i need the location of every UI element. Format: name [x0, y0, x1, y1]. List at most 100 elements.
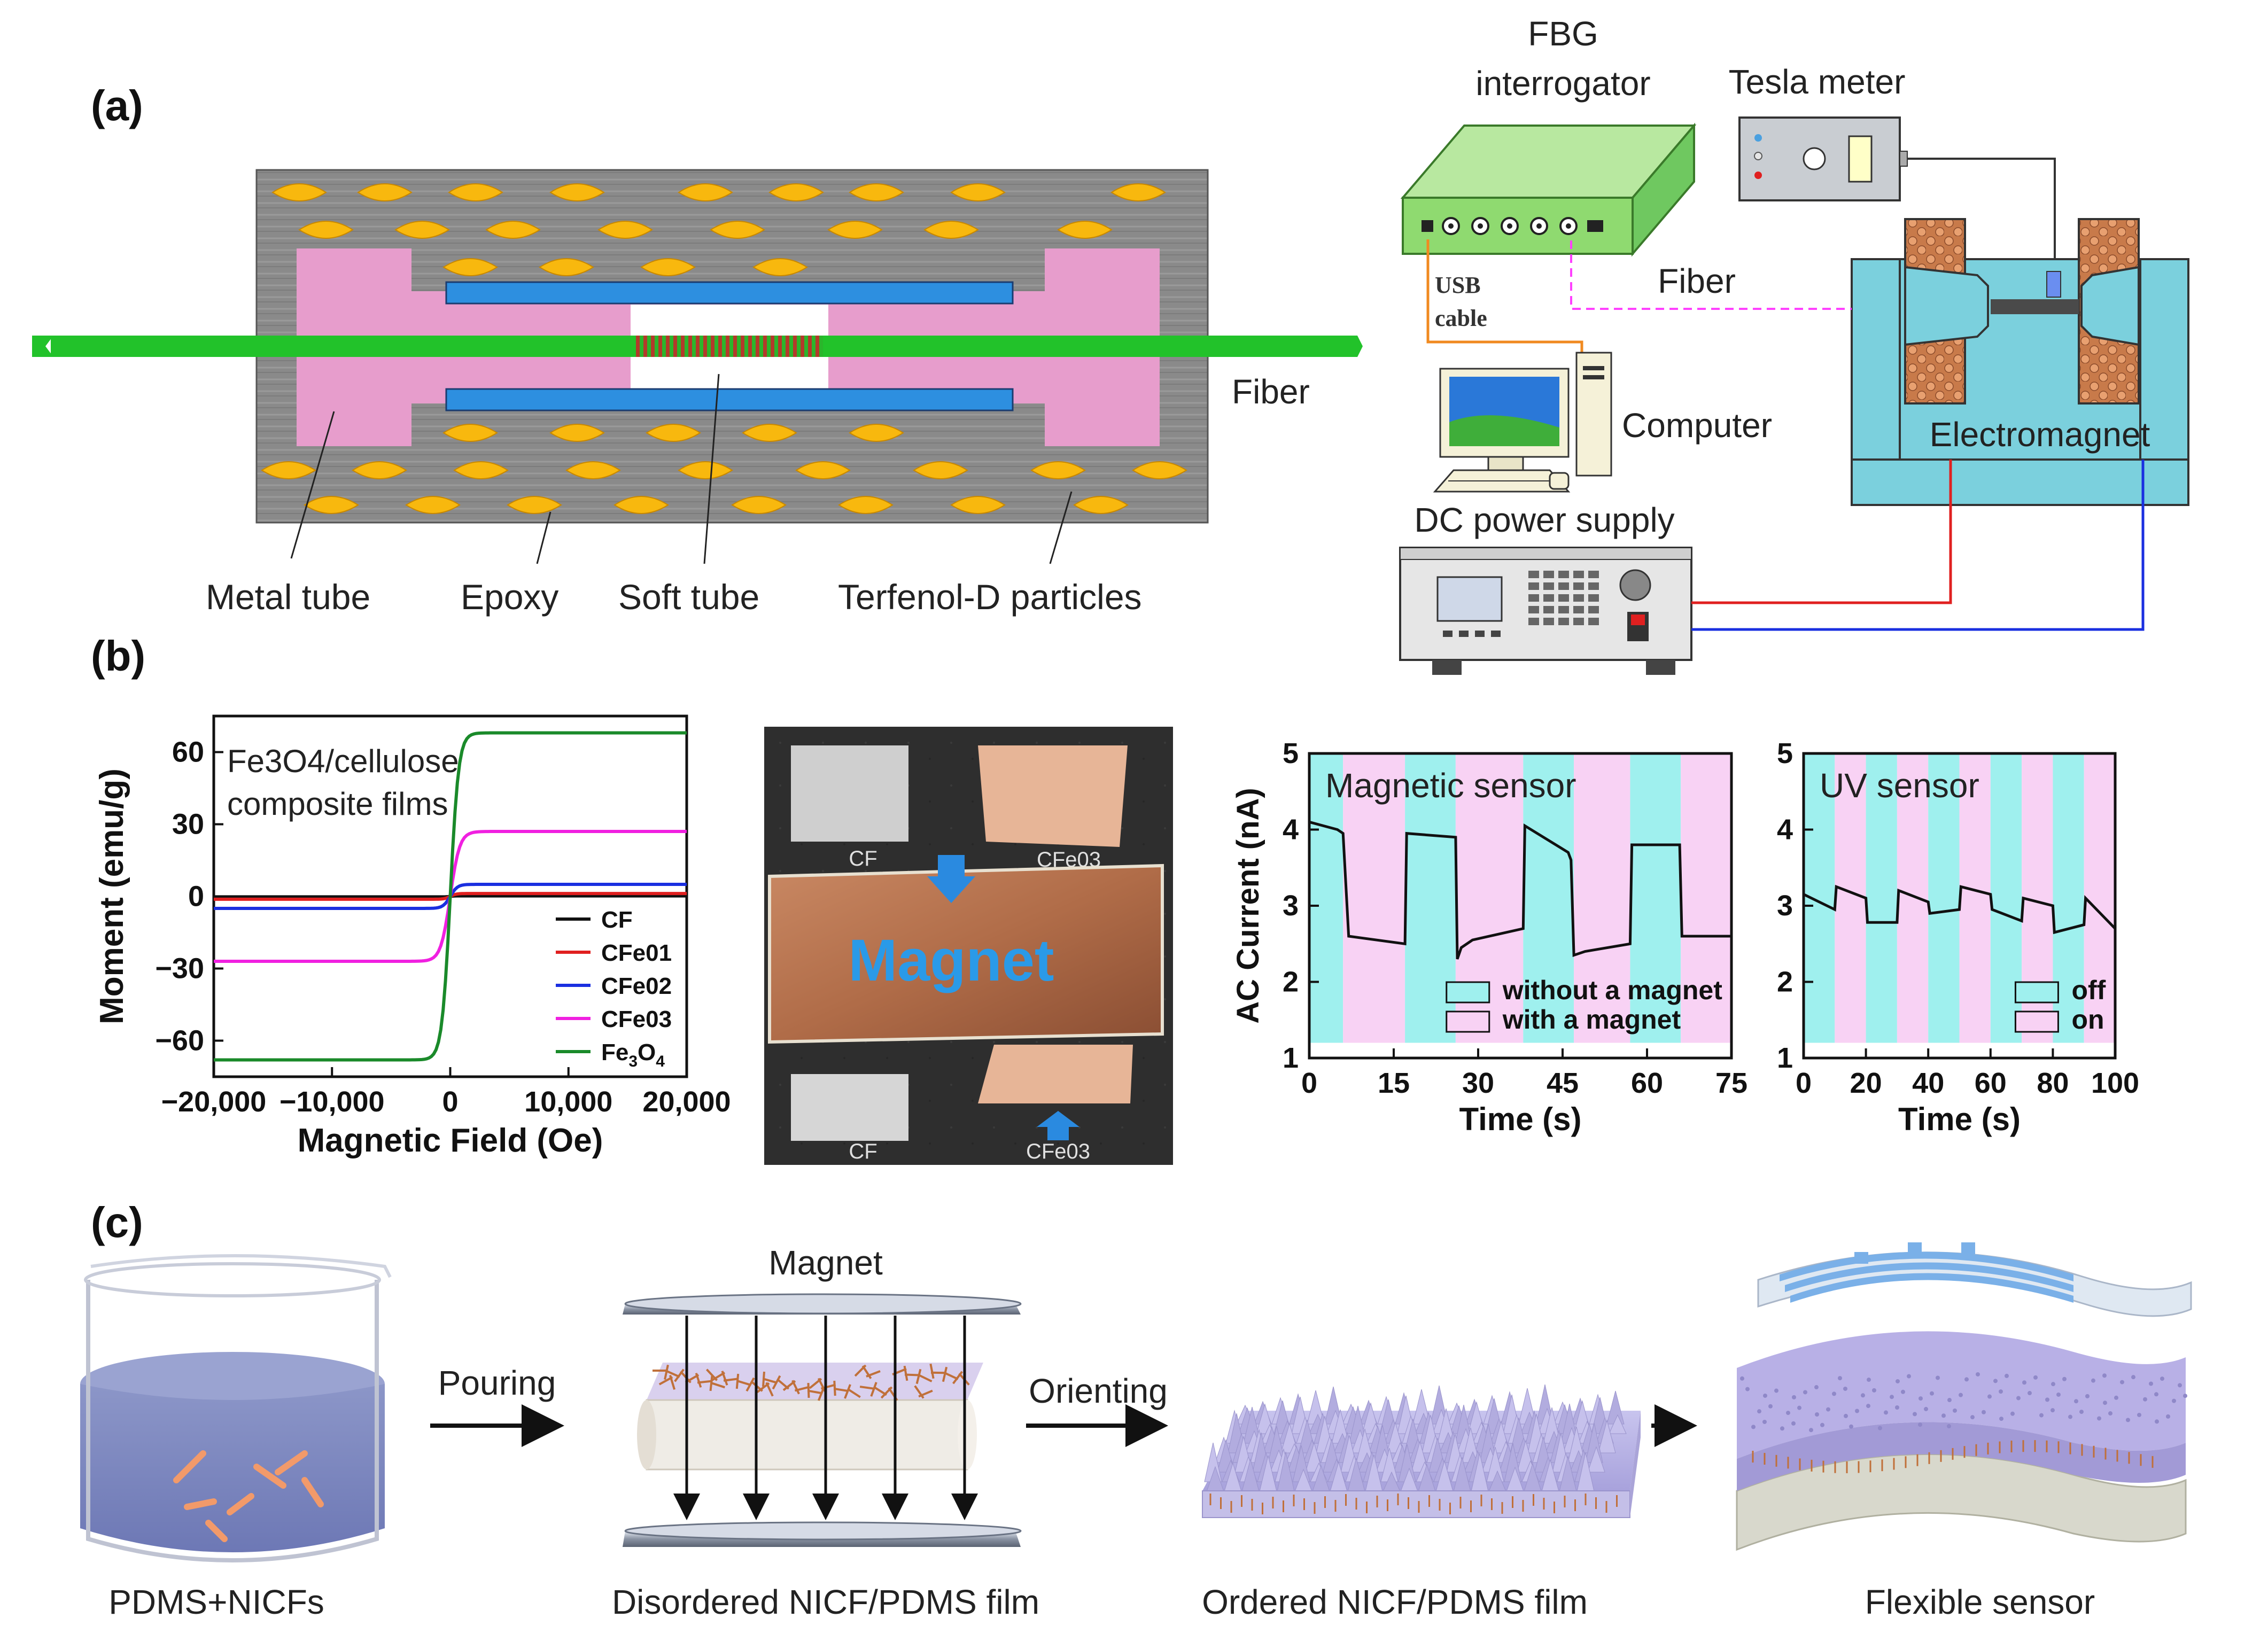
y-tick-label: 2	[1777, 966, 1793, 998]
series-current	[1803, 884, 2116, 935]
beaker	[80, 1254, 392, 1562]
dc-power-supply	[1399, 460, 2145, 675]
fabrication-process: PDMS+NICFs Pouring Magnet Disordered NIC…	[80, 1242, 2192, 1621]
label-interrogator: interrogator	[1475, 64, 1650, 103]
soft-tube-bottom	[445, 388, 1014, 411]
annotation-line1: Fe3O4/cellulose	[227, 743, 459, 779]
label-cable: cable	[1435, 305, 1487, 331]
y-tick-label: 5	[1283, 737, 1299, 769]
y-tick-label: 1	[1283, 1042, 1299, 1074]
shaded-band	[1343, 753, 1405, 1043]
shaded-band	[2084, 753, 2115, 1043]
label-metal-tube: Metal tube	[206, 577, 370, 617]
legend-label: CFe01	[601, 940, 672, 966]
shaded-band	[1959, 753, 1991, 1043]
photo-cfe-bottom: CFe03	[1026, 1140, 1090, 1163]
x-tick-label: 45	[1547, 1067, 1579, 1099]
wire-red	[1691, 460, 1952, 604]
electromagnet: Electromagnet	[1851, 218, 2189, 506]
legend-label: on	[2071, 1005, 2104, 1035]
y-axis-label: AC Current (nA)	[1231, 788, 1265, 1023]
label-beaker: PDMS+NICFs	[108, 1583, 324, 1621]
label-fbg: FBG	[1528, 14, 1598, 53]
experimental-setup: FBG interrogator Tesla meter	[1399, 14, 2189, 675]
shaded-band	[1681, 753, 1731, 1043]
label-computer: Computer	[1622, 406, 1772, 445]
shaded-band	[1630, 753, 1681, 1043]
label-fiber-left: Fiber	[1232, 372, 1310, 411]
disordered-film-setup	[623, 1293, 1022, 1547]
shaded-band	[1866, 753, 1897, 1043]
y-tick-label: −60	[155, 1025, 204, 1057]
chart-title: Magnetic sensor	[1325, 766, 1576, 805]
legend-label: without a magnet	[1502, 975, 1722, 1005]
panel-label-c: (c)	[91, 1199, 143, 1246]
x-tick-label: 80	[2037, 1067, 2069, 1099]
label-soft-tube: Soft tube	[618, 577, 759, 617]
x-tick-label: 0	[1301, 1067, 1317, 1099]
tesla-meter	[1738, 116, 2056, 270]
y-tick-label: 0	[188, 881, 204, 913]
panel-label-a: (a)	[91, 82, 143, 129]
x-tick-label: 40	[1912, 1067, 1944, 1099]
shaded-band	[1928, 753, 1960, 1043]
x-tick-label: 75	[1715, 1067, 1747, 1099]
shaded-band	[1309, 753, 1343, 1043]
x-tick-label: 10,000	[524, 1086, 612, 1118]
label-tesla: Tesla meter	[1729, 63, 1906, 101]
photo-magnet-label: Magnet	[849, 928, 1054, 993]
x-tick-label: −10,000	[279, 1086, 385, 1118]
magnet-photo: CF CFe03 Magnet CF CFe03	[764, 727, 1173, 1165]
y-tick-label: 4	[1777, 814, 1793, 846]
label-electromagnet: Electromagnet	[1930, 415, 2150, 454]
label-magnet-c: Magnet	[768, 1243, 883, 1282]
y-tick-label: 3	[1777, 890, 1793, 922]
y-tick-label: 2	[1283, 966, 1299, 998]
flexible-sensor	[1736, 1242, 2192, 1551]
legend-swatch	[2014, 981, 2059, 1004]
legend-label: CFe02	[601, 973, 672, 999]
label-dc-power: DC power supply	[1414, 501, 1674, 539]
wire-blue	[1691, 460, 2145, 631]
legend-label: CFe03	[601, 1006, 672, 1032]
fbg-grating	[636, 336, 823, 357]
fbg-interrogator	[1400, 122, 1697, 257]
label-terfenol: Terfenol-D particles	[838, 577, 1142, 617]
photo-cf-bottom: CF	[849, 1140, 877, 1163]
chart-title: UV sensor	[1820, 766, 1979, 805]
series-current	[1309, 820, 1731, 960]
legend-swatch	[1446, 1010, 1490, 1033]
x-tick-label: 0	[442, 1086, 458, 1118]
label-disordered: Disordered NICF/PDMS film	[612, 1583, 1039, 1621]
legend-swatch	[2014, 1010, 2059, 1033]
legend-label: CF	[601, 907, 633, 933]
arrow-up-icon	[1037, 1111, 1079, 1140]
y-tick-label: 1	[1777, 1042, 1793, 1074]
x-axis-label: Magnetic Field (Oe)	[298, 1122, 603, 1159]
terfenol-particles-top	[271, 183, 1166, 276]
legend-label: Fe3O4	[601, 1039, 665, 1070]
label-pouring: Pouring	[438, 1364, 556, 1402]
x-tick-label: 60	[1631, 1067, 1663, 1099]
label-fiber-right: Fiber	[1658, 262, 1736, 300]
fiber-link	[1570, 240, 1852, 310]
label-epoxy: Epoxy	[461, 577, 558, 617]
label-sensor: Flexible sensor	[1865, 1583, 2095, 1621]
computer	[1433, 352, 1612, 493]
label-usb: USB	[1435, 272, 1481, 298]
x-tick-label: 15	[1378, 1067, 1410, 1099]
y-tick-label: 5	[1777, 737, 1793, 769]
label-orienting: Orienting	[1029, 1372, 1168, 1410]
x-tick-label: −20,000	[161, 1086, 267, 1118]
sensor-cross-section: Fiber Metal tube Epoxy Soft tube Terfeno…	[32, 169, 1363, 617]
x-tick-label: 30	[1462, 1067, 1494, 1099]
terfenol-particles-bottom	[261, 424, 1187, 514]
x-tick-label: 100	[2091, 1067, 2139, 1099]
y-tick-label: 4	[1283, 814, 1299, 846]
x-tick-label: 0	[1796, 1067, 1812, 1099]
legend-label: with a magnet	[1502, 1005, 1681, 1035]
